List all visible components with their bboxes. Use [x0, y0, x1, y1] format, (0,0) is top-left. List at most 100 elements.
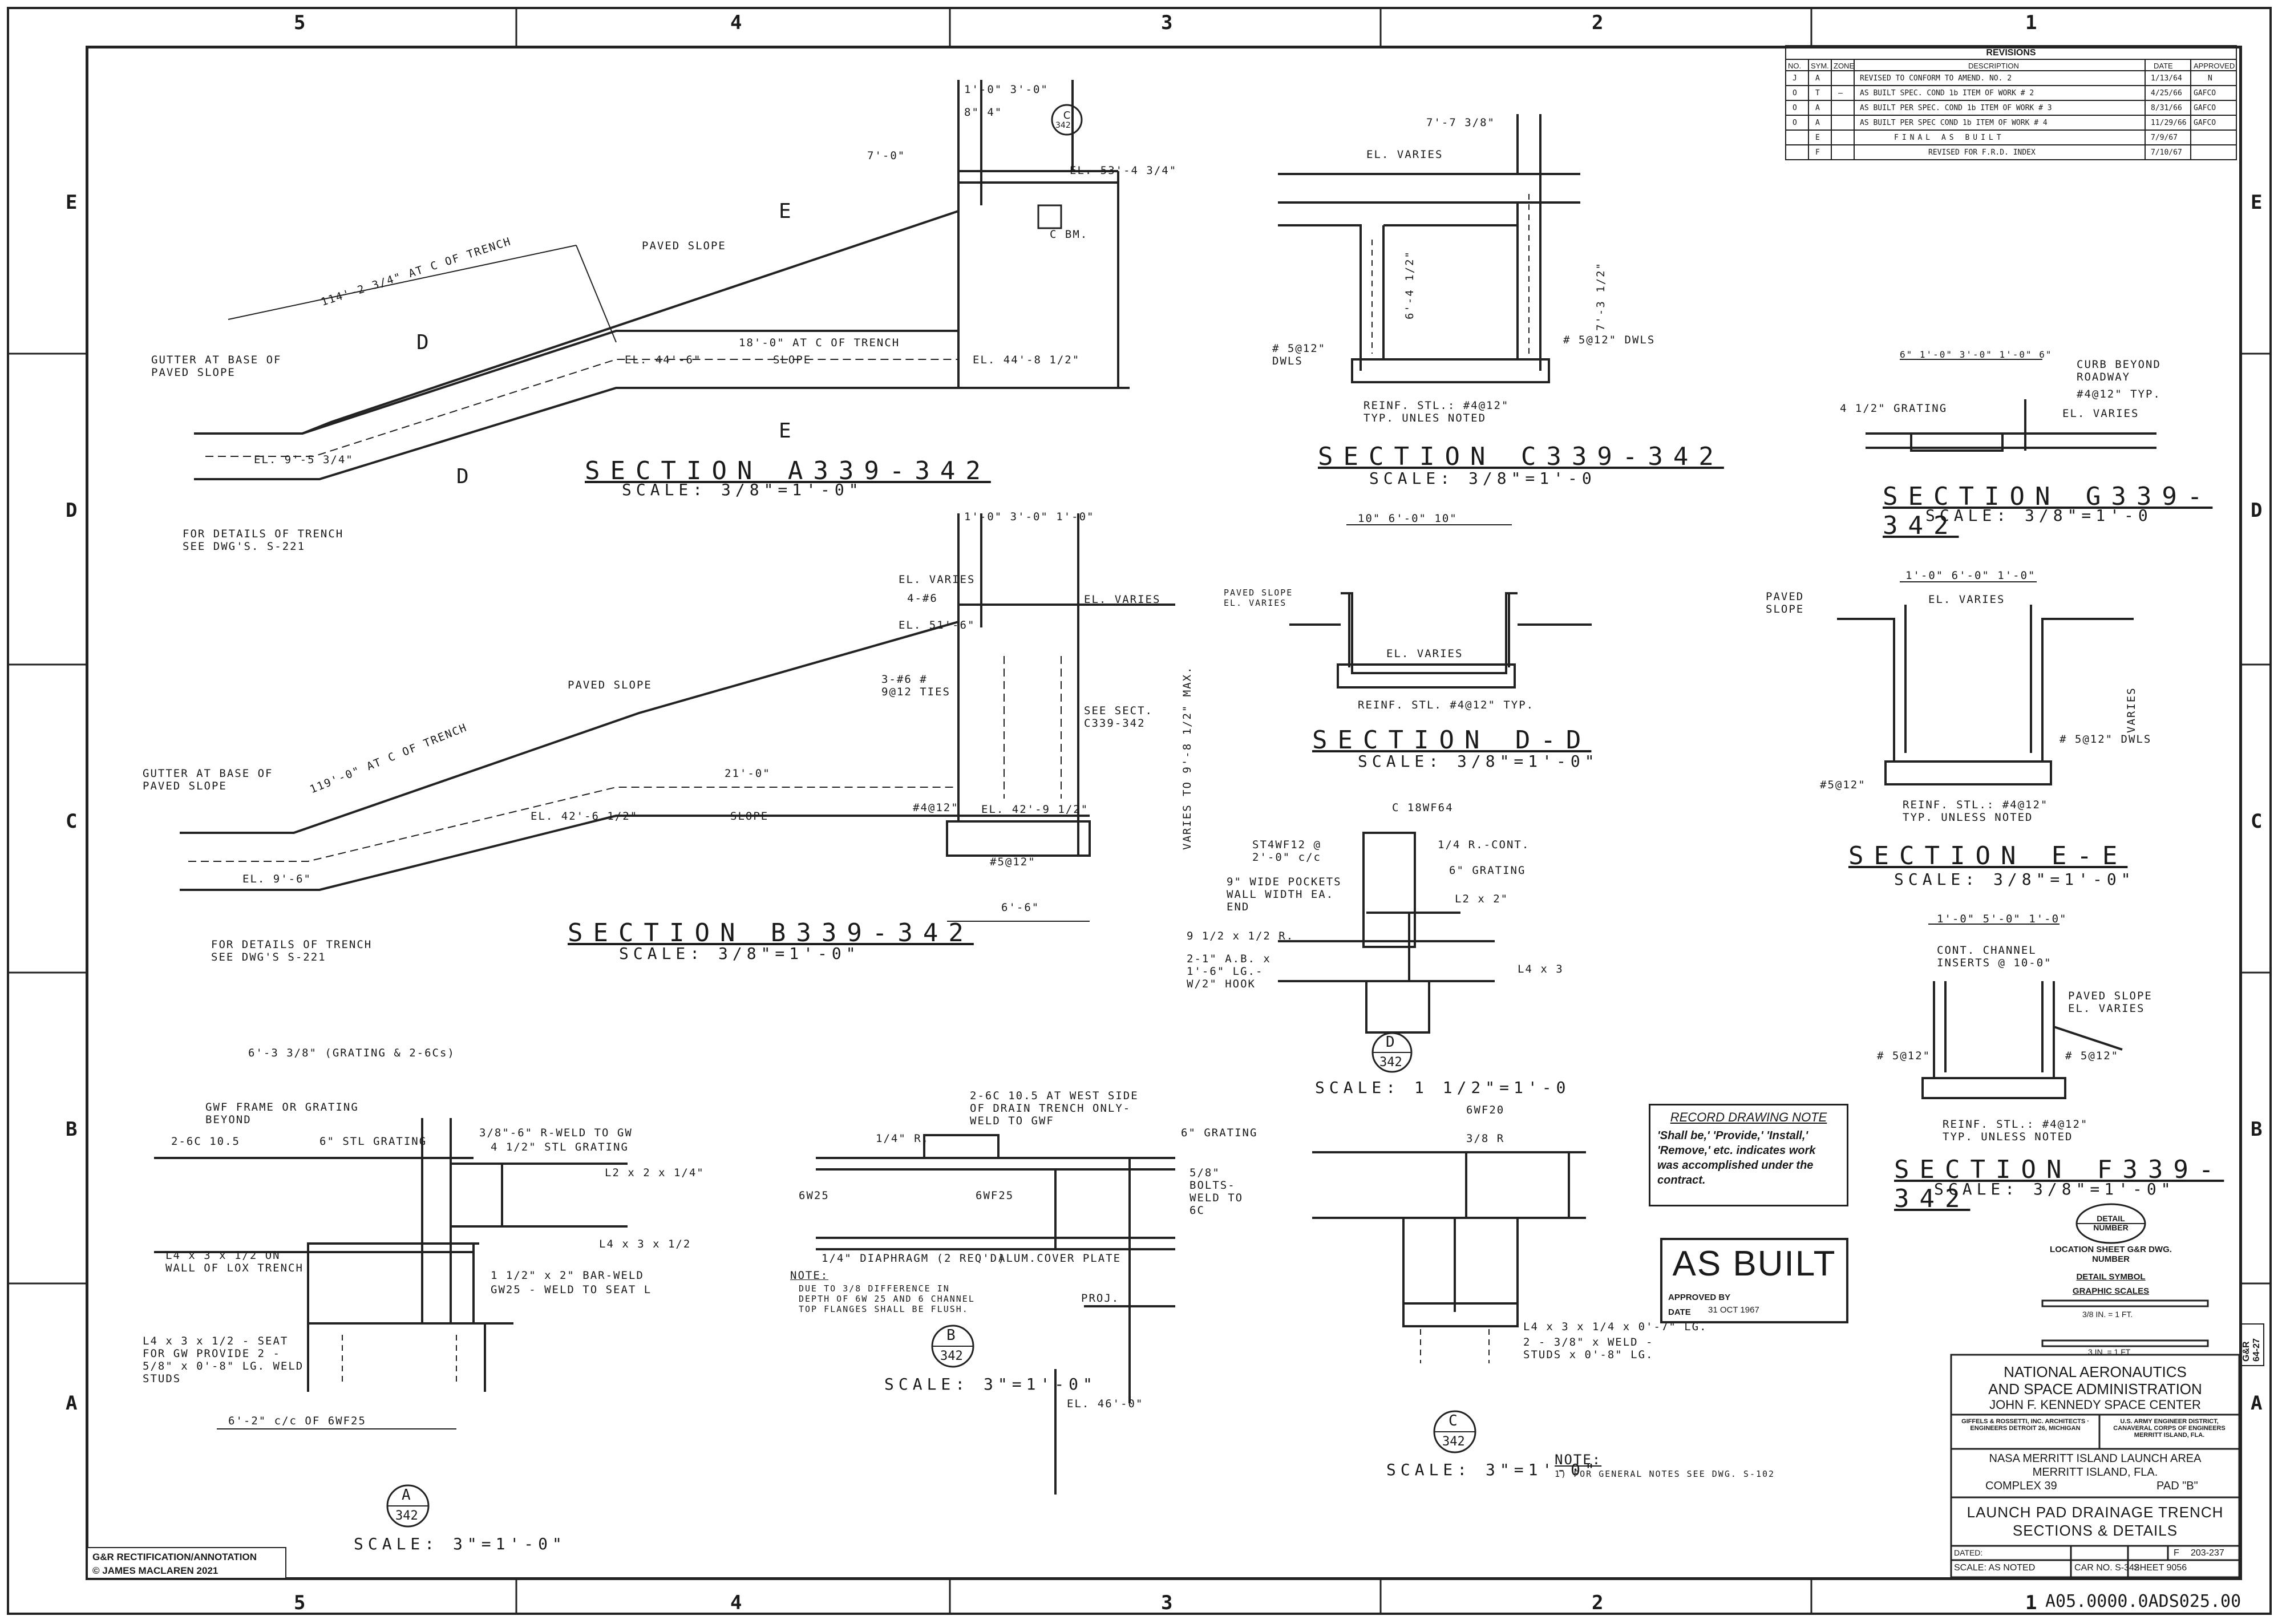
section-b-el-varies: EL. VARIES — [899, 573, 976, 586]
title-pad: PAD "B" — [2156, 1480, 2198, 1492]
detail-a-dim: 6'-3 3/8" (GRATING & 2-6Cs) — [248, 1047, 455, 1059]
detail-a-sheet: 342 — [395, 1509, 418, 1523]
section-b-dim-top: 1'-0" 3'-0" 1'-0" — [964, 511, 1095, 523]
section-d-dim-top: 10" 6'-0" 10" — [1358, 512, 1458, 525]
section-c-dwls-left: # 5@12" DWLS — [1272, 342, 1326, 367]
title-firm: GIFFELS & ROSSETTI, INC. ARCHITECTS · EN… — [1961, 1418, 2089, 1432]
title-area-1: NASA MERRITT ISLAND LAUNCH AREA — [1989, 1452, 2202, 1465]
title-dated: DATED: — [1954, 1548, 1983, 1557]
rev-row-5-sym: E — [1815, 133, 1820, 142]
detail-b-channel: 2-6C 10.5 AT WEST SIDE OF DRAIN TRENCH O… — [970, 1090, 1139, 1127]
legend-scale-1: 3/8 IN. = 1 FT. — [2082, 1310, 2133, 1319]
as-built-approved: APPROVED BY — [1668, 1293, 1731, 1302]
legend-location: LOCATION SHEET G&R DWG. NUMBER — [2050, 1245, 2172, 1264]
drawing-border — [86, 46, 2242, 1580]
rev-row-2-desc: AS BUILT SPEC. COND 1b ITEM OF WORK # 2 — [1860, 89, 2034, 98]
zone-left-a: A — [66, 1392, 78, 1415]
detail-d-grating: 6" GRATING — [1449, 864, 1526, 877]
detail-c-r: 3/8 R — [1466, 1132, 1505, 1145]
zone-left-d: D — [66, 499, 78, 522]
detail-a-scale: SCALE: 3"=1'-0" — [354, 1534, 567, 1553]
rev-row-1-date: 1/13/64 — [2151, 74, 2182, 83]
section-b-bars-mid: 3-#6 # 9@12 TIES — [881, 673, 950, 698]
section-a-title: SECTION A339-342 — [585, 456, 991, 485]
detail-a-grating: 6" STL GRATING — [319, 1135, 427, 1148]
rev-header-zone: ZONE — [1834, 62, 1855, 70]
section-d-paved: PAVED SLOPE EL. VARIES — [1224, 588, 1293, 608]
zone-right-d: D — [2251, 499, 2263, 522]
detail-b-grating: 6" GRATING — [1181, 1127, 1258, 1139]
rev-row-1-sym: A — [1815, 74, 1820, 83]
section-c-el: EL. VARIES — [1366, 148, 1443, 161]
section-g-scale: SCALE: 3/8"=1'-0 — [1925, 506, 2152, 525]
detail-a-gwframe: GWF FRAME OR GRATING BEYOND — [205, 1101, 359, 1126]
section-e-reinf: REINF. STL.: #4@12" TYP. UNLESS NOTED — [1903, 799, 2049, 824]
as-built-date-label: DATE — [1668, 1307, 1691, 1317]
section-e-el: EL. VARIES — [1928, 593, 2005, 606]
rev-row-6-desc: REVISED FOR F.R.D. INDEX — [1928, 148, 2036, 157]
rev-row-4-approved: GAFCO — [2194, 119, 2216, 127]
detail-b-bolts: 5/8" BOLTS-WELD TO 6C — [1189, 1167, 1244, 1217]
detail-b-diaphragm: 1/4" DIAPHRAGM (2 REQ'D) — [822, 1252, 1006, 1265]
detail-d-pockets: 9" WIDE POCKETS WALL WIDTH EA. END — [1227, 876, 1342, 913]
title-car: CAR NO. S-342 — [2074, 1563, 2139, 1573]
legend-graphic: GRAPHIC SCALES — [2072, 1286, 2150, 1296]
title-agency-1: NATIONAL AERONAUTICS — [2004, 1363, 2187, 1380]
rev-row-1-desc: REVISED TO CONFORM TO AMEND. NO. 2 — [1860, 74, 2012, 83]
general-notes-label: NOTE: — [1555, 1452, 1602, 1468]
zone-top-5: 5 — [294, 11, 306, 34]
detail-b-sheet: 342 — [940, 1349, 963, 1363]
zone-right-a: A — [2251, 1392, 2263, 1415]
title-drawing-1: LAUNCH PAD DRAINAGE TRENCH — [1967, 1504, 2224, 1521]
detail-d-st: ST4WF12 @ 2'-0" c/c — [1252, 839, 1321, 864]
section-f-reinf: REINF. STL.: #4@12" TYP. UNLESS NOTED — [1943, 1118, 2089, 1143]
detail-d-bubble: D — [1386, 1034, 1395, 1051]
detail-b-note-label: NOTE: — [790, 1269, 829, 1282]
section-b-details: FOR DETAILS OF TRENCH SEE DWG'S S-221 — [211, 938, 373, 963]
credit-line-1: G&R RECTIFICATION/ANNOTATION — [92, 1552, 257, 1562]
section-a-el-b: EL. 44'-8 1/2" — [973, 354, 1081, 366]
section-a-dim-left: 1'-0" 3'-0" — [964, 83, 1049, 96]
rev-row-1-no: J — [1793, 74, 1797, 83]
rev-row-4-no: O — [1793, 119, 1797, 127]
section-g-grating: 4 1/2" GRATING — [1840, 402, 1948, 415]
detail-d-ab: 2-1" A.B. x 1'-6" LG.-W/2" HOOK — [1187, 953, 1271, 990]
section-a-el-c: EL. 53'-4 3/4" — [1070, 164, 1178, 177]
rev-header-date: DATE — [2154, 62, 2173, 70]
zone-left-e: E — [66, 191, 78, 214]
section-e-paved: PAVED SLOPE — [1766, 590, 1804, 615]
detail-d-plate: 9 1/2 x 1/2 R. — [1187, 930, 1294, 942]
title-file: 203-237 — [2191, 1548, 2224, 1558]
title-drawing-number: A05.0000.0ADS025.00 — [2045, 1591, 2241, 1611]
title-area-2: MERRITT ISLAND, FLA. — [2032, 1466, 2158, 1479]
as-built-date-value: 31 OCT 1967 — [1708, 1305, 1759, 1315]
detail-b-el: EL. 46'-0" — [1067, 1398, 1144, 1410]
rev-row-3-date: 8/31/66 — [2151, 104, 2182, 112]
section-g-title: SECTION G339-342 — [1883, 482, 2213, 540]
section-b-el-c: EL. 51'-6" — [899, 619, 976, 631]
section-a-cut-e-top: E — [779, 200, 791, 223]
detail-a-bar: 1 1/2" x 2" BAR-WELD — [491, 1269, 644, 1282]
section-d-reinf: REINF. STL. #4@12" TYP. — [1358, 699, 1535, 711]
detail-a-channels: 2-6C 10.5 — [171, 1135, 240, 1148]
detail-b-bubble: B — [946, 1327, 956, 1344]
rev-row-4-desc: AS BUILT PER SPEC COND 1b ITEM OF WORK #… — [1860, 119, 2048, 127]
credit-box: G&R RECTIFICATION/ANNOTATION © JAMES MAC… — [87, 1547, 286, 1579]
section-e-dim-top: 1'-0" 6'-0" 1'-0" — [1905, 569, 2036, 582]
section-g-dim-top: 6" 1'-0" 3'-0" 1'-0" 6" — [1900, 349, 2053, 360]
section-c-dim-inner: 6'-4 1/2" — [1403, 250, 1416, 319]
section-b-bars-top: 4-#6 — [907, 592, 938, 605]
detail-a-dim-bottom: 6'-2" c/c OF 6WF25 — [228, 1415, 366, 1427]
record-note-title: RECORD DRAWING NOTE — [1670, 1110, 1827, 1124]
detail-c-bubble: C — [1448, 1412, 1458, 1429]
detail-c-scale: SCALE: 3"=1'-0" — [1386, 1460, 1599, 1479]
section-a-paved-slope: PAVED SLOPE — [642, 240, 726, 252]
outer-border — [7, 7, 2272, 1615]
detail-d-scale: SCALE: 1 1/2"=1'-0 — [1315, 1078, 1571, 1097]
rev-row-3-desc: AS BUILT PER SPEC. COND 1b ITEM OF WORK … — [1860, 104, 2052, 112]
section-c-dim-top: 7'-7 3/8" — [1426, 116, 1495, 129]
section-a-el-a: EL. 44'-6" — [625, 354, 702, 366]
detail-a-l2: L2 x 2 x 1/4" — [605, 1167, 705, 1179]
title-army: U.S. ARMY ENGINEER DISTRICT, CANAVERAL C… — [2113, 1418, 2226, 1439]
